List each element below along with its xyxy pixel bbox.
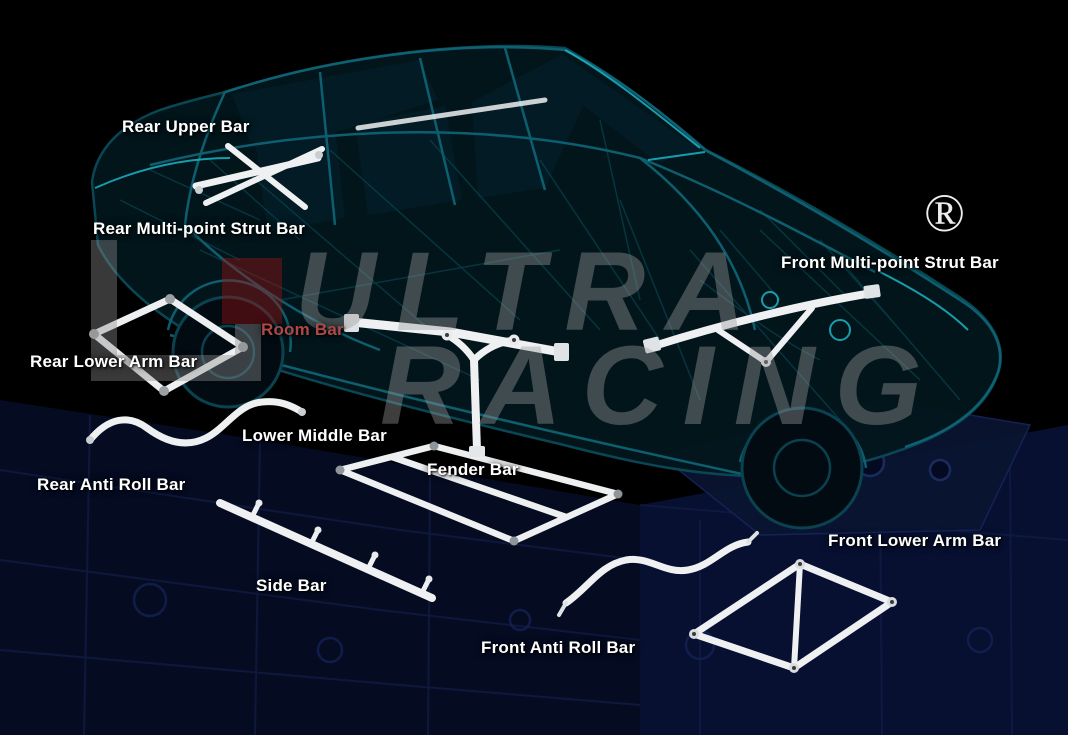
side-bar-graphic — [216, 499, 436, 602]
rear-lower-arm-bar-graphic — [89, 294, 248, 396]
front-multi-point-strut-bar-graphic — [642, 284, 881, 367]
label-rear-multi-point-strut-bar: Rear Multi-point Strut Bar — [93, 219, 306, 238]
label-front-multi-point-strut-bar: Front Multi-point Strut Bar — [781, 253, 999, 272]
watermark-red-block — [222, 258, 282, 324]
watermark-text-racing: RACING — [380, 323, 942, 448]
workshop-platform — [0, 399, 1068, 735]
label-front-lower-arm-bar: Front Lower Arm Bar — [828, 531, 1002, 550]
label-lower-middle-bar: Lower Middle Bar — [242, 426, 387, 445]
watermark-text-ultra: ULTRA — [295, 229, 766, 354]
rear-multi-point-strut-bar-graphic — [195, 143, 325, 210]
lower-middle-bar-graphic — [335, 441, 623, 546]
label-rear-upper-bar: Rear Upper Bar — [122, 117, 250, 136]
front-anti-roll-bar-graphic — [557, 531, 759, 617]
label-fender-bar: Fender Bar — [427, 460, 519, 479]
label-side-bar: Side Bar — [256, 576, 327, 595]
rear-anti-roll-bar-graphic — [86, 398, 306, 447]
label-room-bar: Room Bar — [261, 320, 344, 339]
label-rear-lower-arm-bar: Rear Lower Arm Bar — [30, 352, 198, 371]
brand-watermark: ULTRA RACING — [91, 229, 942, 448]
fender-bar-graphic — [441, 329, 520, 457]
registered-trademark-symbol: ® — [924, 183, 966, 243]
front-lower-arm-bar-graphic — [689, 559, 897, 673]
label-rear-anti-roll-bar: Rear Anti Roll Bar — [37, 475, 186, 494]
label-front-anti-roll-bar: Front Anti Roll Bar — [481, 638, 636, 657]
